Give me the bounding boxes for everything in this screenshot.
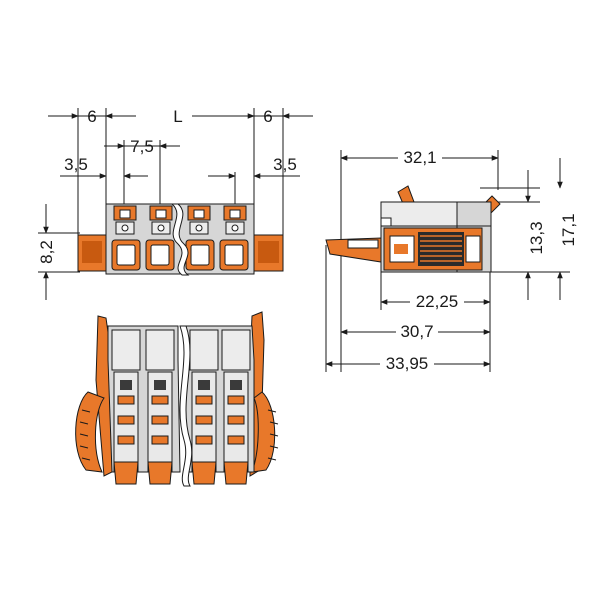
dim-side-mid-length: 30,7 bbox=[400, 322, 433, 341]
dim-front-left-edge: 6 bbox=[87, 107, 96, 126]
isometric-view bbox=[75, 311, 279, 487]
front-connector bbox=[77, 203, 284, 276]
dim-front-height-label: 8,2 bbox=[37, 240, 56, 264]
dim-side-inner-height-label: 13,3 bbox=[527, 221, 546, 254]
dim-front-offsets: 3,5 3,5 bbox=[60, 155, 300, 179]
dim-side-total-height-label: 17,1 bbox=[559, 213, 578, 246]
dim-side-total: 33,95 bbox=[325, 352, 491, 373]
side-connector bbox=[325, 185, 501, 273]
front-break-line bbox=[170, 203, 190, 276]
dim-side-top-length: 32,1 bbox=[403, 148, 436, 167]
dim-front-right-edge: 6 bbox=[263, 107, 272, 126]
dim-front-height: 8,2 bbox=[37, 204, 80, 300]
front-view: 6 L 6 7,5 3,5 3,5 8,2 bbox=[37, 107, 313, 300]
dim-front-length: L bbox=[173, 107, 182, 126]
side-view: 32,1 13,3 17,1 22,25 30,7 bbox=[325, 146, 578, 373]
dim-side-top: 32,1 bbox=[340, 146, 499, 167]
dim-front-left-offset: 3,5 bbox=[64, 155, 88, 174]
dim-front-top-row: 6 L 6 bbox=[48, 107, 313, 126]
dim-side-total-height: 17,1 bbox=[557, 158, 578, 300]
dim-side-body: 22,25 bbox=[380, 290, 491, 311]
dim-front-right-offset: 3,5 bbox=[273, 155, 297, 174]
iso-break-line bbox=[179, 325, 193, 487]
dim-side-body-length: 22,25 bbox=[416, 292, 459, 311]
dim-side-total-length: 33,95 bbox=[386, 354, 429, 373]
dim-front-pitch: 7,5 bbox=[104, 137, 180, 156]
side-grip bbox=[418, 232, 464, 266]
iso-poles bbox=[113, 371, 249, 485]
dim-side-mid: 30,7 bbox=[340, 320, 491, 341]
dim-side-inner-height: 13,3 bbox=[525, 170, 546, 300]
dim-front-pitch-label: 7,5 bbox=[130, 137, 154, 156]
